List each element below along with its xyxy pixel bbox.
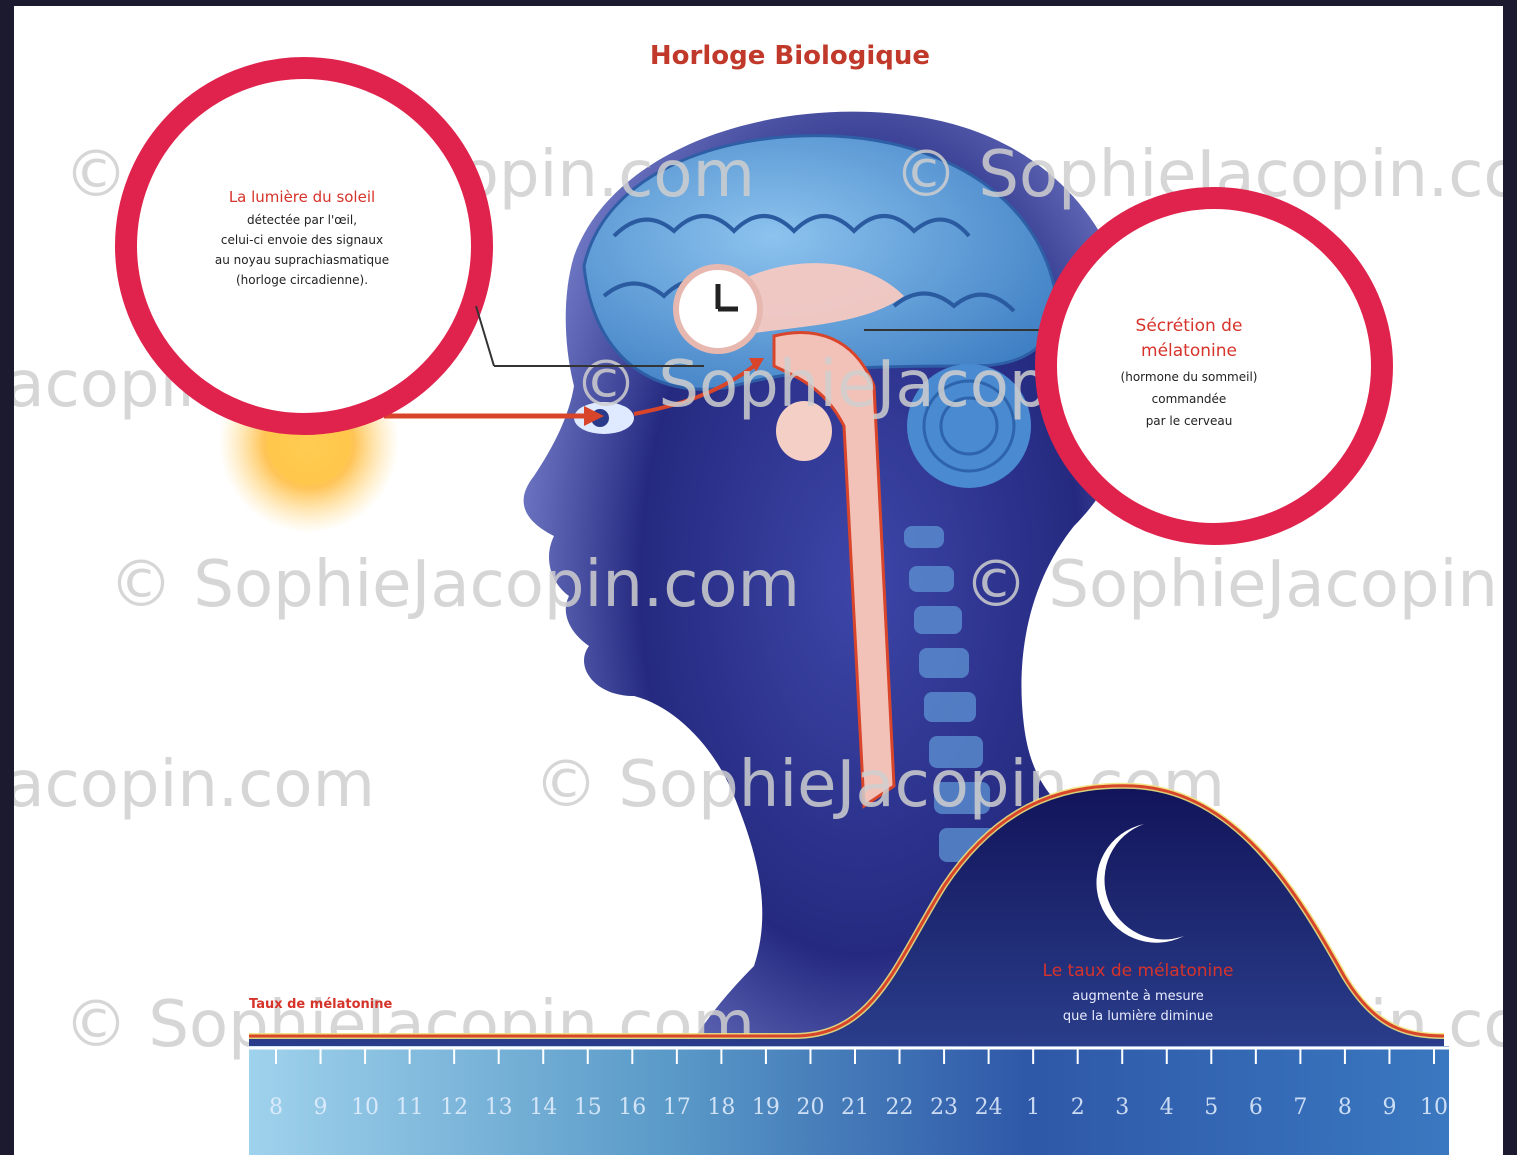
svg-text:(horloge circadienne).: (horloge circadienne). [236,273,368,287]
timeline-hour-label: 14 [529,1095,557,1120]
svg-text:détectée par l'œil,: détectée par l'œil, [247,213,357,227]
timeline-hour-label: 9 [314,1095,328,1120]
svg-text:Le taux de mélatonine: Le taux de mélatonine [1043,961,1234,981]
timeline-hour-label: 13 [485,1095,513,1120]
curve-label: Taux de mélatonine [249,997,392,1012]
svg-text:par le cerveau: par le cerveau [1146,414,1233,428]
timeline-hour-label: 16 [618,1095,646,1120]
svg-text:celui-ci envoie des signaux: celui-ci envoie des signaux [221,233,383,247]
timeline-hour-label: 1 [1026,1095,1040,1120]
timeline-hour-label: 24 [975,1095,1003,1120]
timeline-hour-label: 5 [1204,1095,1218,1120]
callout-sun: La lumière du soleil détectée par l'œil,… [126,68,482,424]
svg-text:© SophieJacopin.com: © SophieJacopin.com [964,548,1503,622]
timeline-hour-label: 8 [1338,1095,1352,1120]
svg-text:© SophieJacopin.com: © SophieJacopin.com [14,748,375,822]
timeline-hour-label: 6 [1249,1095,1263,1120]
page-title: Horloge Biologique [650,41,930,71]
timeline-hour-label: 10 [351,1095,379,1120]
timeline-hour-label: 10 [1420,1095,1448,1120]
callout-secretion: Sécrétion de mélatonine (hormone du somm… [1046,198,1382,534]
svg-text:que la lumière diminue: que la lumière diminue [1063,1009,1213,1024]
diagram-canvas: © SophieJacopin.com © SophieJacopin.com … [14,6,1503,1155]
svg-text:© SophieJacopin.com: © SophieJacopin.com [109,548,800,622]
timeline-hour-label: 21 [841,1095,869,1120]
timeline-hour-label: 12 [440,1095,468,1120]
timeline-hour-label: 4 [1160,1095,1174,1120]
timeline-hour-label: 8 [269,1095,283,1120]
timeline-hour-label: 17 [663,1095,691,1120]
timeline-hour-label: 22 [886,1095,914,1120]
timeline-hour-label: 15 [574,1095,602,1120]
svg-text:augmente à mesure: augmente à mesure [1072,989,1203,1004]
timeline-hour-label: 9 [1382,1095,1396,1120]
timeline-hour-label: 19 [752,1095,780,1120]
timeline-hour-label: 3 [1115,1095,1129,1120]
svg-text:commandée: commandée [1152,392,1227,406]
clock-icon [676,267,760,351]
svg-text:(hormone du sommeil): (hormone du sommeil) [1121,370,1258,384]
timeline-hour-label: 23 [930,1095,958,1120]
svg-text:au noyau suprachiasmatique: au noyau suprachiasmatique [215,253,389,267]
timeline-hour-label: 11 [396,1095,424,1120]
timeline-hour-label: 7 [1293,1095,1307,1120]
svg-text:mélatonine: mélatonine [1141,341,1237,361]
timeline-hour-label: 20 [796,1095,824,1120]
svg-text:La lumière du soleil: La lumière du soleil [229,188,375,206]
timeline-hour-label: 18 [707,1095,735,1120]
svg-text:Sécrétion de: Sécrétion de [1136,316,1243,336]
timeline-hour-label: 2 [1071,1095,1085,1120]
